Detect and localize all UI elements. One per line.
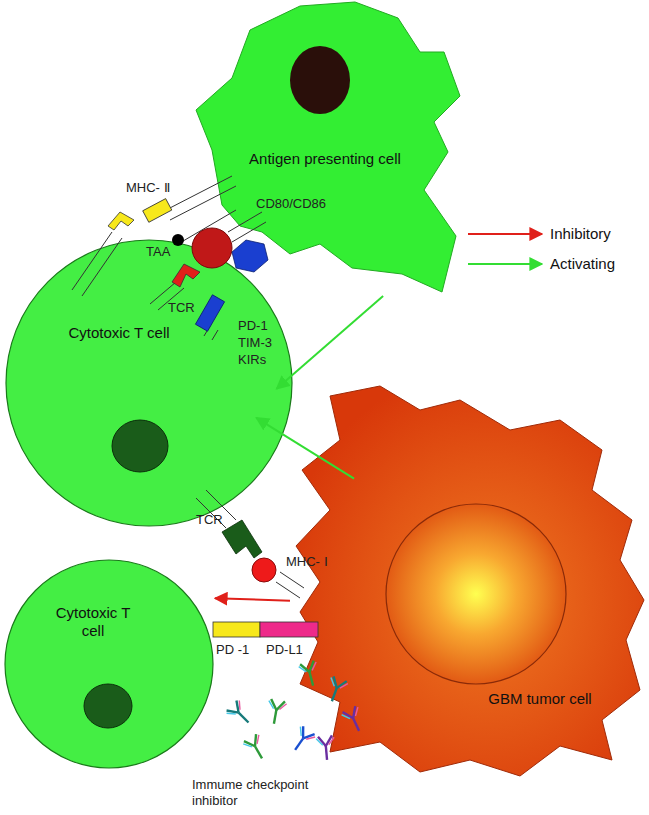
cell-name: Cytotoxic T cell [64, 324, 174, 342]
part-label: KIRs [238, 352, 266, 368]
part-label: TCR [168, 300, 195, 316]
pd1-bar [213, 622, 260, 637]
cell-name: Antigen presenting cell [230, 150, 420, 168]
cell-shape: Cytotoxic T cell [3, 558, 215, 770]
cell-outline [4, 238, 294, 528]
cell-shape: Cytotoxic T cell [4, 238, 294, 528]
cell-name: Cytotoxic T cell [43, 604, 143, 640]
part-label: CD80/CD86 [256, 196, 326, 212]
part-label: PD-1 [238, 318, 268, 334]
part-label: TAA [146, 244, 170, 260]
mhc-i-peptide [252, 558, 276, 582]
legend-text: Inhibitory [550, 225, 611, 243]
part-label: PD-L1 [266, 642, 303, 658]
taa-dot [172, 234, 184, 246]
part-label: TCR [196, 512, 223, 528]
signal-arrow [215, 598, 290, 600]
pdl1-bar [260, 622, 318, 637]
drug-label: Immume checkpoint inhibitor [192, 777, 342, 809]
part-label: TIM-3 [238, 335, 272, 351]
mhc-ii-block [143, 199, 172, 223]
legend-sample [466, 254, 548, 274]
part-label: MHC- Ⅱ [126, 180, 170, 196]
cell-outline [3, 558, 215, 770]
legend-sample [466, 224, 548, 244]
tcr-dark-green [222, 520, 262, 558]
peptide-mhc-red [192, 228, 232, 268]
part-label: PD -1 [216, 642, 249, 658]
signal-arrow [277, 296, 384, 389]
cell-name: GBM tumor cell [470, 690, 610, 708]
tcr-cup-yellow [108, 212, 134, 230]
legend-text: Activating [550, 255, 615, 273]
cd80-hexagon [232, 240, 268, 272]
cell-outline [290, 384, 646, 778]
cell-shape: GBM tumor cell [290, 384, 646, 778]
part-label: MHC- Ⅰ [286, 554, 328, 570]
